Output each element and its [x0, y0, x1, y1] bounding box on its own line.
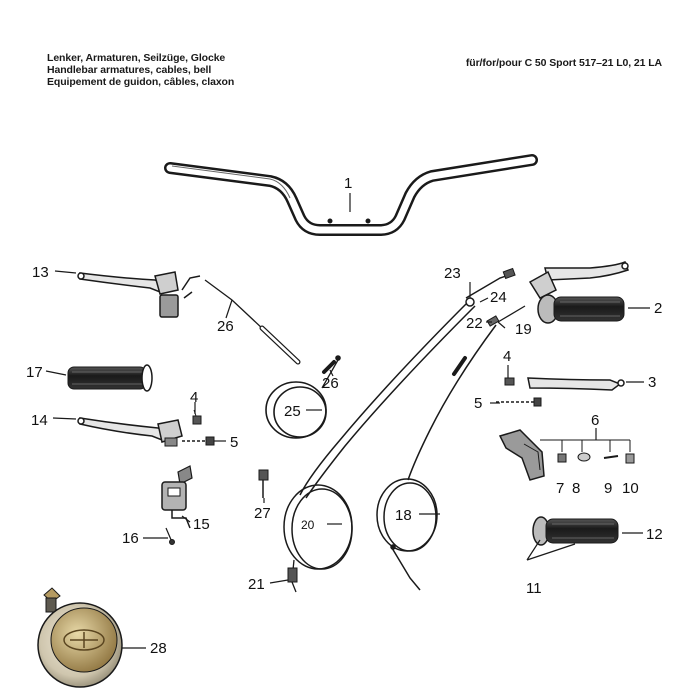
screw-and-nut-left — [182, 409, 215, 446]
label-part-13: 13 — [32, 264, 49, 281]
label-part-19: 19 — [515, 321, 532, 338]
left-cable-coil — [265, 355, 341, 439]
label-part-7: 7 — [556, 480, 564, 497]
label-part-20: 20 — [301, 518, 315, 532]
spare-grip — [526, 516, 619, 561]
label-part-15: 15 — [193, 516, 210, 533]
label-part-6: 6 — [591, 412, 599, 429]
leader-lines — [45, 193, 650, 649]
model-designation: für/for/pour C 50 Sport 517–21 L0, 21 LA — [465, 57, 662, 69]
label-part-5-right: 5 — [474, 395, 482, 412]
title-french: Equipement de guidon, câbles, claxon — [47, 76, 235, 88]
right-throttle-assembly — [528, 261, 629, 324]
label-part-28: 28 — [150, 640, 167, 657]
bell — [37, 587, 123, 688]
title-english: Handlebar armatures, cables, bell — [47, 64, 212, 76]
left-lever-assembly-lower — [77, 417, 183, 447]
label-part-17: 17 — [26, 364, 43, 381]
label-part-3: 3 — [648, 374, 656, 391]
label-part-4-right: 4 — [503, 348, 511, 365]
label-part-27: 27 — [254, 505, 271, 522]
right-cable-coil — [376, 324, 497, 591]
label-part-14: 14 — [31, 412, 48, 429]
right-brake-lever — [496, 377, 625, 407]
label-part-8: 8 — [572, 480, 580, 497]
label-part-1: 1 — [344, 175, 352, 192]
part-labels: 1 2 3 4 5 6 7 8 9 10 11 12 13 14 15 16 1… — [26, 175, 663, 657]
handlebar — [164, 154, 538, 236]
right-cable-fittings — [465, 267, 526, 327]
label-part-12: 12 — [646, 526, 663, 543]
label-part-5-left: 5 — [230, 434, 238, 451]
label-part-22: 22 — [466, 315, 483, 332]
switch-housing-kit — [498, 429, 635, 481]
label-part-26-right: 26 — [322, 375, 339, 392]
label-part-24: 24 — [490, 289, 507, 306]
left-lever-assembly-upper — [77, 271, 301, 365]
label-part-26-left: 26 — [217, 318, 234, 335]
throttle-cable — [283, 299, 476, 593]
label-part-25: 25 — [284, 403, 301, 420]
label-part-16: 16 — [122, 530, 139, 547]
left-grip — [67, 364, 153, 392]
label-part-10: 10 — [622, 480, 639, 497]
label-part-2: 2 — [654, 300, 662, 317]
label-part-4-left: 4 — [190, 389, 198, 406]
horn-button-bracket — [161, 465, 193, 545]
label-part-23: 23 — [444, 265, 461, 282]
label-part-9: 9 — [604, 480, 612, 497]
header-titles: Lenker, Armaturen, Seilzüge, Glocke Hand… — [47, 52, 234, 88]
label-part-11: 11 — [526, 580, 542, 597]
title-german: Lenker, Armaturen, Seilzüge, Glocke — [47, 52, 226, 64]
label-part-21: 21 — [248, 576, 265, 593]
label-part-18: 18 — [395, 507, 412, 524]
small-bolt — [258, 469, 269, 498]
